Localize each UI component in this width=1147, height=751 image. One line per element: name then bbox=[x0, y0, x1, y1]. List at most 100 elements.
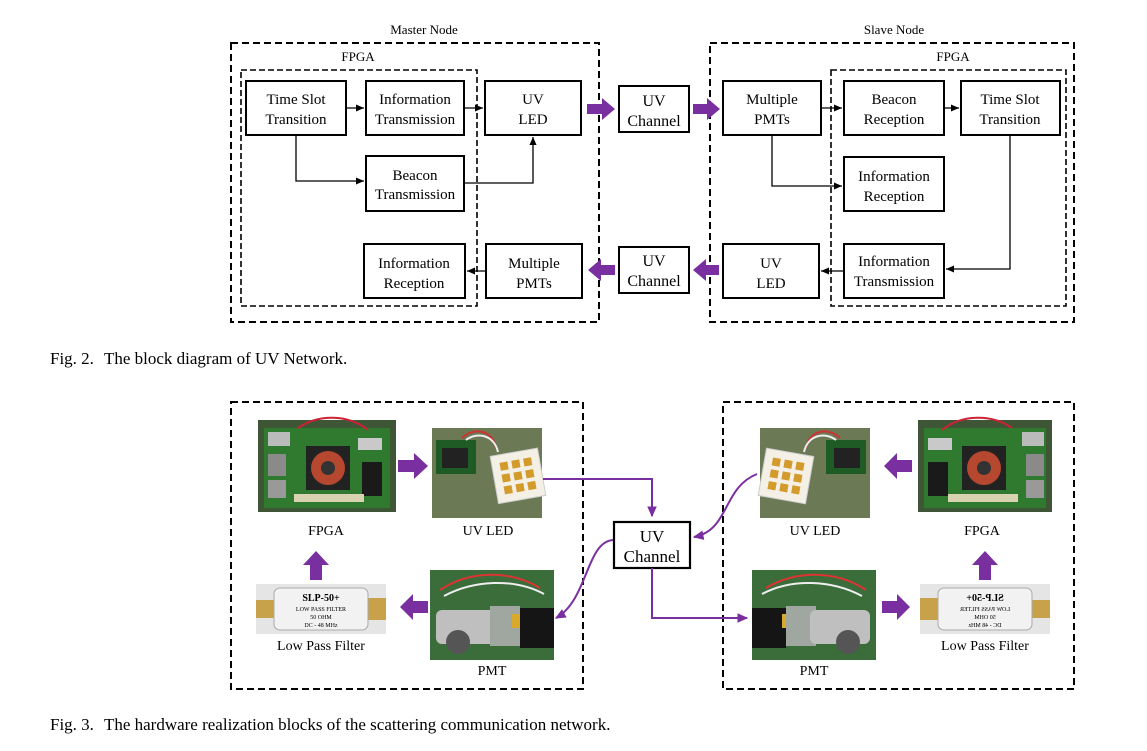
fig3-uv-channel-block: UV Channel bbox=[612, 520, 692, 570]
right-uv-led-label: UV LED bbox=[790, 524, 841, 539]
svg-text:PMTs: PMTs bbox=[754, 112, 790, 128]
master-info-transmission-block: Information Transmission bbox=[365, 80, 465, 136]
svg-text:LOW PASS FILTER: LOW PASS FILTER bbox=[296, 607, 346, 613]
slave-fpga-label: FPGA bbox=[936, 49, 970, 64]
svg-text:DC - 48 MHz: DC - 48 MHz bbox=[304, 623, 338, 629]
arrow-timeslot-to-beacon bbox=[295, 135, 364, 185]
right-lpf-label: Low Pass Filter bbox=[941, 639, 1029, 654]
arrow-lpf-to-fpga-left bbox=[303, 551, 329, 580]
svg-text:PMTs: PMTs bbox=[516, 276, 552, 292]
arrow-pmt-to-lpf-left bbox=[400, 594, 428, 620]
svg-text:UV: UV bbox=[642, 253, 666, 270]
left-lpf-label: Low Pass Filter bbox=[277, 639, 365, 654]
svg-text:UV: UV bbox=[642, 93, 666, 110]
svg-text:UV: UV bbox=[522, 92, 544, 108]
svg-text:Channel: Channel bbox=[627, 273, 681, 290]
svg-text:Information: Information bbox=[379, 92, 451, 108]
svg-text:UV: UV bbox=[760, 256, 782, 272]
right-fpga-label: FPGA bbox=[964, 524, 1001, 539]
arrow-led-to-channel bbox=[587, 98, 615, 120]
right-uv-led-photo bbox=[757, 428, 870, 518]
uv-channel-bottom-block: UV Channel bbox=[618, 246, 690, 294]
arrow-channel-to-pmts-return bbox=[588, 259, 615, 281]
right-pmt-photo bbox=[752, 570, 876, 660]
arrow-timeslot-to-infotx-slave bbox=[946, 135, 1011, 273]
master-uv-led-block: UV LED bbox=[484, 80, 582, 136]
arrow-fpga-to-led-left bbox=[398, 453, 428, 479]
arrow-lpf-to-fpga-right bbox=[972, 551, 998, 580]
fig2-block-diagram: Master Node FPGA Slave Node FPGA Time Sl… bbox=[230, 22, 1075, 323]
slave-beacon-reception-block: Beacon Reception bbox=[843, 80, 945, 136]
slave-node-frame bbox=[709, 42, 1075, 323]
left-fpga-label: FPGA bbox=[308, 524, 345, 539]
uv-channel-top-block: UV Channel bbox=[618, 85, 690, 133]
arrow-led-to-channel-return bbox=[693, 259, 719, 281]
fig2-connectors bbox=[295, 104, 1011, 275]
arrow-channel-to-pmts bbox=[693, 98, 720, 120]
svg-text:SLP-50+: SLP-50+ bbox=[966, 593, 1004, 604]
right-fpga-photo bbox=[918, 416, 1052, 512]
path-channel-to-left-pmt bbox=[554, 539, 614, 619]
left-pmt-label: PMT bbox=[478, 664, 507, 679]
left-uv-led-photo bbox=[432, 428, 547, 518]
master-fpga-label: FPGA bbox=[341, 49, 375, 64]
arrow-beacon-to-led bbox=[464, 137, 537, 184]
svg-text:Information: Information bbox=[858, 169, 930, 185]
master-node-frame bbox=[230, 42, 600, 323]
svg-text:50 OHM: 50 OHM bbox=[310, 615, 332, 621]
slave-uv-led-block: UV LED bbox=[722, 243, 820, 299]
left-fpga-photo bbox=[258, 416, 396, 512]
svg-text:Information: Information bbox=[378, 256, 450, 272]
right-pmt-label: PMT bbox=[800, 664, 829, 679]
svg-text:Reception: Reception bbox=[384, 276, 445, 292]
master-node-title: Master Node bbox=[390, 22, 458, 37]
fig2-optical-arrows bbox=[587, 98, 720, 281]
svg-text:Beacon: Beacon bbox=[872, 92, 917, 108]
left-hardware-frame bbox=[230, 401, 584, 690]
svg-text:Transmission: Transmission bbox=[375, 112, 456, 128]
svg-text:UV: UV bbox=[640, 527, 665, 546]
slave-info-transmission-block: Information Transmission bbox=[843, 243, 945, 299]
svg-text:Channel: Channel bbox=[627, 113, 681, 130]
svg-text:Transition: Transition bbox=[979, 112, 1041, 128]
path-left-led-to-channel bbox=[543, 478, 657, 518]
svg-text:SLP-50+: SLP-50+ bbox=[302, 593, 340, 604]
arrow-pmts-to-inforx-slave bbox=[771, 135, 842, 190]
master-info-reception-block: Information Reception bbox=[363, 243, 466, 299]
slave-info-reception-block: Information Reception bbox=[843, 156, 945, 212]
left-lpf-photo: SLP-50+ LOW PASS FILTER 50 OHM DC - 48 M… bbox=[256, 584, 386, 634]
fig3-caption: Fig. 3.The hardware realization blocks o… bbox=[50, 715, 611, 734]
slave-time-slot-block: Time Slot Transition bbox=[960, 80, 1061, 136]
svg-text:50 OHM: 50 OHM bbox=[974, 615, 996, 621]
svg-text:Multiple: Multiple bbox=[508, 256, 560, 272]
slave-node-title: Slave Node bbox=[864, 22, 925, 37]
master-beacon-transmission-block: Beacon Transmission bbox=[365, 155, 465, 212]
svg-text:Transmission: Transmission bbox=[375, 187, 456, 203]
svg-text:DC - 48 MHz: DC - 48 MHz bbox=[968, 623, 1002, 629]
master-fpga-frame bbox=[240, 69, 478, 307]
left-uv-led-label: UV LED bbox=[463, 524, 514, 539]
slave-pmts-block: Multiple PMTs bbox=[722, 80, 822, 136]
fig2-caption: Fig. 2.The block diagram of UV Network. bbox=[50, 349, 348, 368]
slave-fpga-frame bbox=[830, 69, 1067, 307]
left-pmt-photo bbox=[430, 570, 554, 660]
path-channel-to-right-pmt bbox=[651, 568, 749, 623]
svg-text:Channel: Channel bbox=[624, 547, 681, 566]
svg-text:Reception: Reception bbox=[864, 189, 925, 205]
right-lpf-photo: SLP-50+ LOW PASS FILTER 50 OHM DC - 48 M… bbox=[920, 584, 1050, 634]
svg-text:Transmission: Transmission bbox=[854, 274, 935, 290]
svg-text:Reception: Reception bbox=[864, 112, 925, 128]
svg-text:Beacon: Beacon bbox=[393, 168, 438, 184]
fig3-optical-paths bbox=[543, 473, 758, 623]
svg-text:Time Slot: Time Slot bbox=[980, 92, 1040, 108]
svg-text:Transition: Transition bbox=[265, 112, 327, 128]
arrow-pmt-to-lpf-right bbox=[882, 594, 910, 620]
path-right-led-to-channel bbox=[692, 473, 758, 540]
svg-text:Time Slot: Time Slot bbox=[266, 92, 326, 108]
master-time-slot-block: Time Slot Transition bbox=[245, 80, 347, 136]
svg-text:LED: LED bbox=[518, 112, 547, 128]
svg-text:Multiple: Multiple bbox=[746, 92, 798, 108]
svg-text:Information: Information bbox=[858, 254, 930, 270]
arrow-fpga-to-led-right bbox=[884, 453, 912, 479]
